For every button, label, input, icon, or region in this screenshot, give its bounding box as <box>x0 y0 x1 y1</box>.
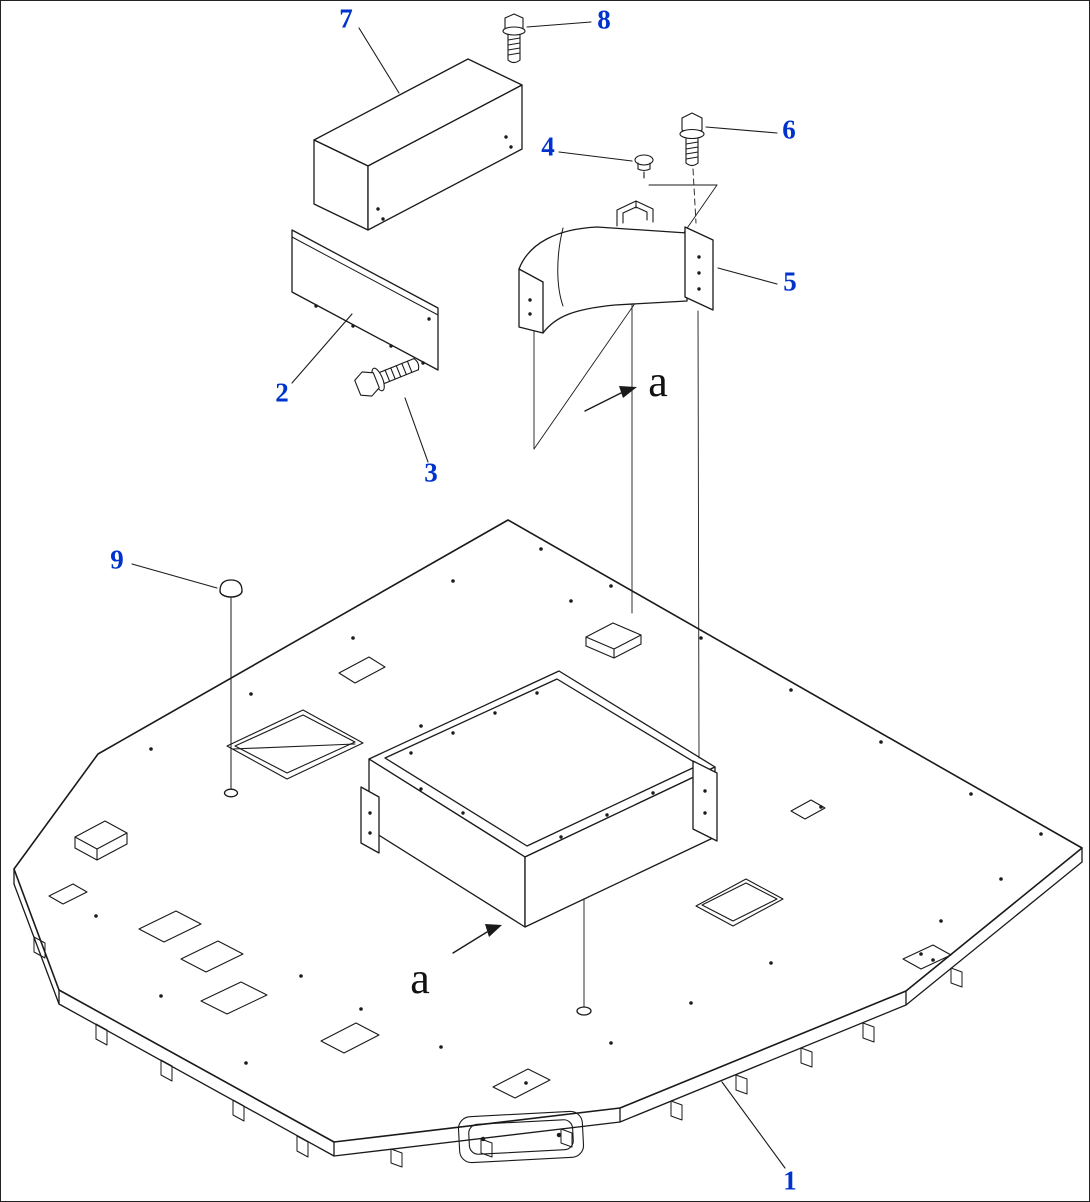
section-label-a-lower: a <box>410 954 430 1003</box>
cover-box-part7 <box>313 58 523 231</box>
plate-handle-bracket <box>585 622 642 659</box>
button-plug-part9 <box>219 579 243 798</box>
bolt-part8 <box>502 13 526 64</box>
section-label-a-upper: a <box>648 357 668 406</box>
callout-2: 2 <box>275 377 289 408</box>
bolt-part6 <box>679 112 705 167</box>
duct-bracket-part5 <box>518 226 714 334</box>
callout-6: 6 <box>782 114 796 145</box>
plate-bolt-holes <box>94 547 1043 1085</box>
flat-plate-part2 <box>291 229 439 371</box>
callout-1: 1 <box>783 1165 797 1196</box>
clip-bracket <box>616 200 654 227</box>
leader-lines <box>131 21 786 1169</box>
callout-8: 8 <box>597 4 611 35</box>
section-arrow-lower <box>452 924 502 954</box>
callout-4: 4 <box>541 131 555 162</box>
section-arrow-upper <box>584 386 637 412</box>
plate-mounting-lugs <box>33 936 963 1168</box>
bolt-part3 <box>354 358 420 397</box>
plug-part4 <box>634 154 654 179</box>
callout-7: 7 <box>339 3 353 34</box>
callout-3: 3 <box>424 457 438 488</box>
callout-9: 9 <box>110 544 124 575</box>
center-mount <box>360 670 718 1016</box>
callout-5: 5 <box>783 266 797 297</box>
plate-cutouts <box>48 656 952 1164</box>
